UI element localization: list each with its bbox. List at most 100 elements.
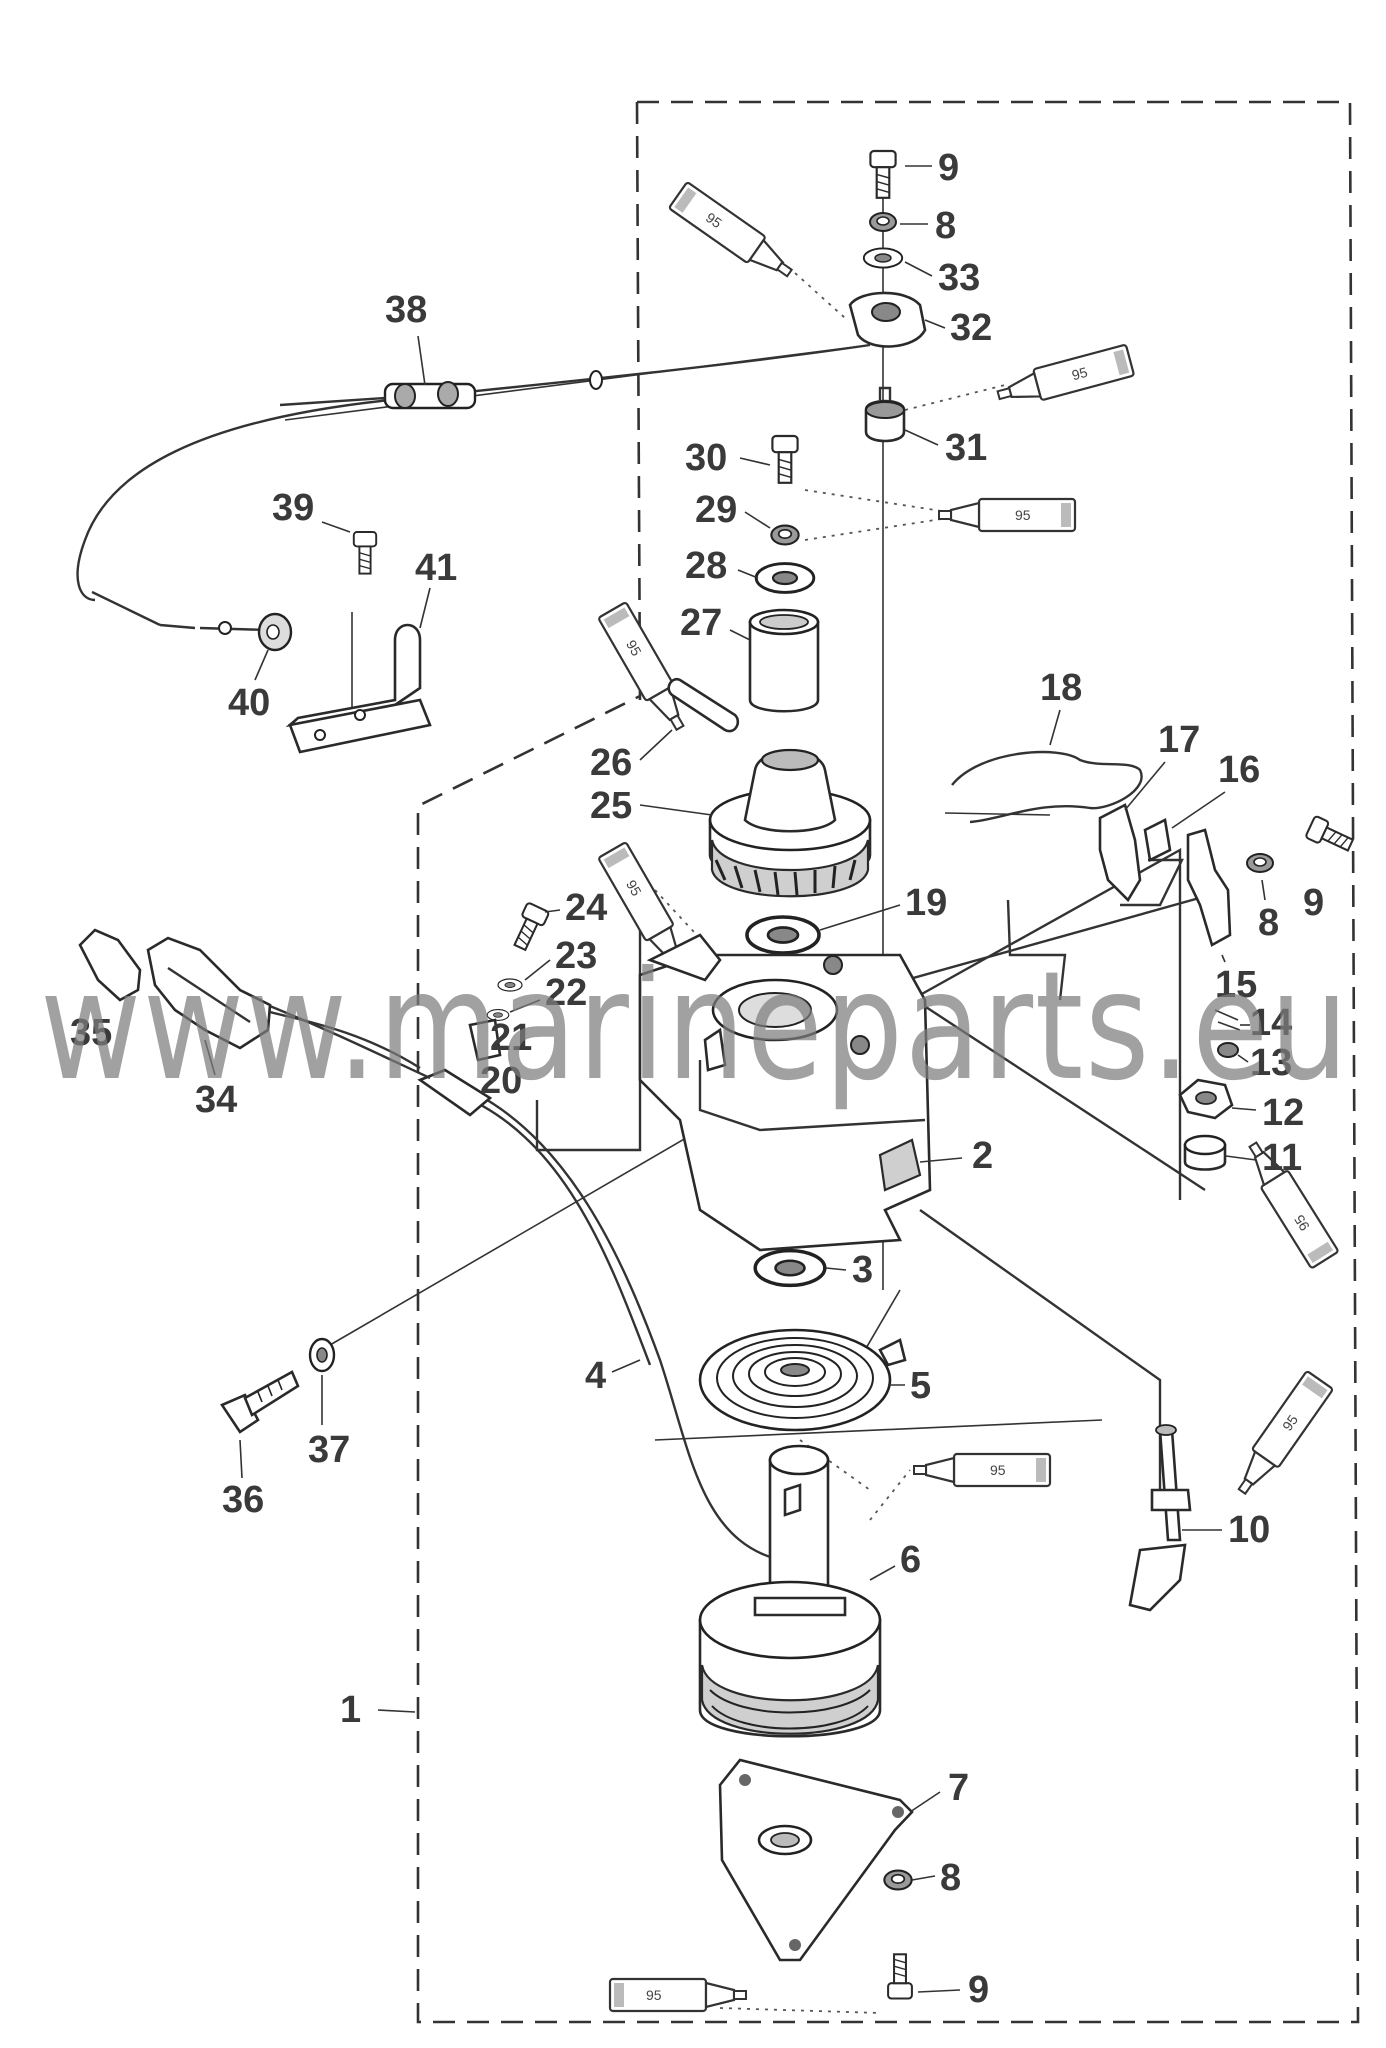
callout-26: 26	[590, 742, 632, 784]
part-callouts: 9 8 33 32 38 31 30 29 39 41 28 27 40 18 …	[70, 147, 1324, 2011]
callout-38: 38	[385, 289, 427, 331]
callout-25: 25	[590, 785, 632, 827]
nut-8-right	[1246, 853, 1274, 873]
bushing-27	[748, 608, 820, 713]
svg-text:95: 95	[623, 877, 645, 899]
cover-plate-7	[718, 1758, 914, 1962]
callout-28: 28	[685, 545, 727, 587]
callout-5: 5	[910, 1365, 931, 1407]
callout-24: 24	[565, 887, 607, 929]
callout-39: 39	[272, 487, 314, 529]
callout-11: 11	[1262, 1137, 1302, 1179]
cable-clamp-40	[218, 612, 293, 652]
callout-37: 37	[308, 1429, 350, 1471]
lubricant-tube: 95	[1238, 1135, 1340, 1270]
callout-27: 27	[680, 602, 722, 644]
callout-29: 29	[695, 489, 737, 531]
washer-13	[1217, 1042, 1239, 1058]
callout-8: 8	[935, 205, 956, 247]
starter-rope-4	[254, 998, 781, 1562]
svg-text:95: 95	[1015, 507, 1031, 523]
washer-37	[308, 1337, 336, 1373]
callout-6: 6	[900, 1539, 921, 1581]
callout-36: 36	[222, 1479, 264, 1521]
lever-16	[1143, 818, 1172, 862]
nut-12	[1178, 1078, 1234, 1120]
callout-9: 9	[1303, 882, 1324, 924]
right-side-parts	[951, 750, 1357, 1612]
spring-5	[698, 1328, 907, 1432]
callout-16: 16	[1218, 749, 1260, 791]
lubricant-tube: 95	[597, 840, 695, 977]
drum-6	[698, 1444, 882, 1738]
clip-21	[468, 1018, 502, 1062]
lubricant-tube: 95	[937, 497, 1077, 533]
washer-28	[754, 562, 816, 594]
housing-2	[638, 933, 932, 1252]
pin-26	[667, 677, 740, 733]
callout-9: 9	[968, 1969, 989, 2011]
callout-21: 21	[490, 1017, 532, 1059]
callout-1: 1	[340, 1689, 361, 1731]
lever-32	[848, 291, 927, 348]
lubricant-tubes: 95 95 95 95 95 95 95 95 95	[597, 180, 1340, 2013]
lubricant-tube: 95	[597, 600, 695, 737]
washer-33	[862, 247, 904, 269]
callout-35: 35	[70, 1012, 112, 1054]
cable-fitting-38	[279, 370, 603, 410]
callout-12: 12	[1262, 1092, 1304, 1134]
callout-9: 9	[938, 147, 959, 189]
bolt-9-bottom	[887, 1953, 913, 2000]
callout-14: 14	[1250, 1002, 1292, 1044]
callout-2: 2	[972, 1135, 993, 1177]
bracket-15	[1186, 828, 1232, 947]
callout-10: 10	[1228, 1509, 1270, 1551]
nut-8-bottom	[883, 1869, 913, 1891]
svg-text:95: 95	[646, 1987, 662, 2003]
svg-text:95: 95	[623, 637, 645, 659]
handles-34-35	[78, 928, 421, 1070]
callout-23: 23	[555, 935, 597, 977]
svg-text:95: 95	[990, 1462, 1006, 1478]
callout-8: 8	[940, 1857, 961, 1899]
assembly-boundary	[416, 100, 1360, 2024]
callout-19: 19	[905, 882, 947, 924]
screw-39	[352, 531, 378, 575]
spring-wire-18	[951, 750, 1143, 824]
callout-33: 33	[938, 257, 980, 299]
lubricant-tube: 95	[608, 1977, 748, 2013]
callout-32: 32	[950, 307, 992, 349]
nut-8-top	[869, 212, 897, 232]
control-cable	[76, 343, 871, 754]
lubricant-tube: 95	[667, 180, 800, 288]
callout-17: 17	[1158, 719, 1200, 761]
callout-41: 41	[415, 547, 457, 589]
callout-8: 8	[1258, 902, 1279, 944]
bracket-41	[285, 623, 432, 754]
callout-40: 40	[228, 682, 270, 724]
callout-7: 7	[948, 1767, 969, 1809]
callout-22: 22	[545, 972, 587, 1014]
callout-3: 3	[852, 1249, 873, 1291]
callout-20: 20	[480, 1060, 522, 1102]
lubricant-tube: 95	[1227, 1369, 1335, 1502]
svg-text:95: 95	[1070, 364, 1089, 384]
callout-15: 15	[1215, 964, 1257, 1006]
washer-3	[753, 1248, 827, 1288]
cam-31	[864, 386, 906, 443]
callout-18: 18	[1040, 667, 1082, 709]
callout-4: 4	[585, 1355, 606, 1397]
rod-10	[1128, 1424, 1192, 1612]
pulley-25	[708, 748, 872, 898]
upper-fasteners	[667, 149, 927, 733]
nut-29	[770, 524, 800, 546]
bolt-30	[771, 434, 799, 484]
lubricant-tube: 95	[912, 1452, 1052, 1488]
lever-17	[1098, 803, 1142, 903]
small-parts-21-24	[468, 901, 551, 1062]
bolt-9-top	[869, 149, 897, 199]
callout-30: 30	[685, 437, 727, 479]
svg-text:95: 95	[1291, 1212, 1313, 1234]
bushing-11	[1183, 1134, 1227, 1171]
